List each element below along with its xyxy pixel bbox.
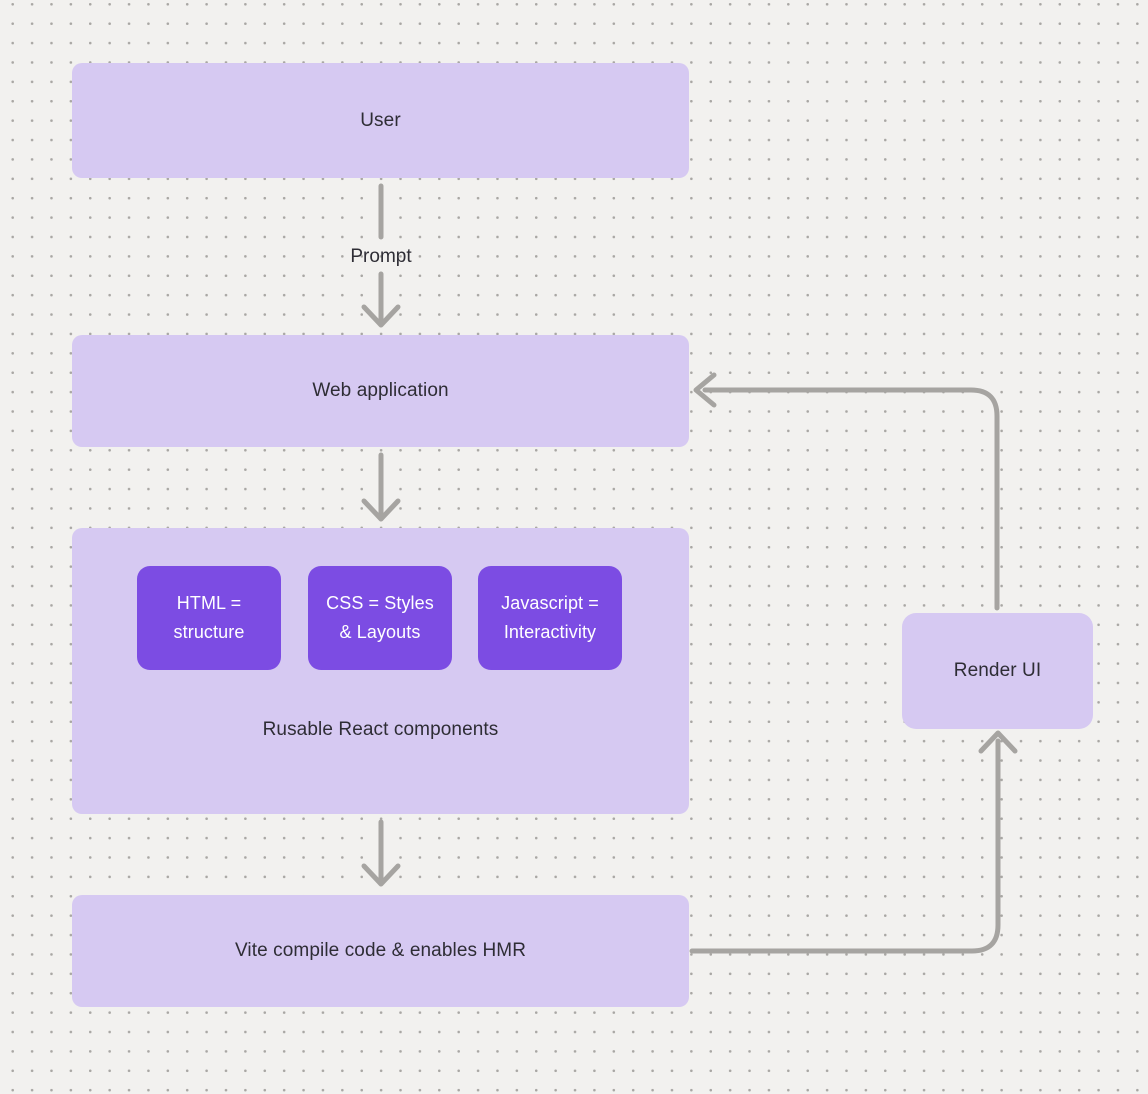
node-javascript-label-line1: Javascript = xyxy=(501,593,599,613)
node-html[interactable]: HTML = structure xyxy=(137,566,281,670)
node-html-label-line1: HTML = xyxy=(176,593,242,613)
edge-prompt-label: Prompt xyxy=(350,246,412,267)
node-javascript-label-line2: Interactivity xyxy=(503,622,597,642)
edge-components-to-vite[interactable] xyxy=(361,819,401,887)
node-web-application[interactable]: Web application xyxy=(72,335,689,447)
arrowhead-left-icon xyxy=(693,372,717,408)
arrowhead-up-icon xyxy=(978,730,1018,754)
edge-user-to-webapp[interactable] xyxy=(361,183,401,328)
node-user[interactable]: User xyxy=(72,63,689,178)
node-render-ui-label: Render UI xyxy=(953,660,1042,681)
node-css-label-line2: & Layouts xyxy=(339,622,421,642)
edge-renderui-to-webapp[interactable] xyxy=(693,372,1000,611)
edge-vite-to-renderui[interactable] xyxy=(689,730,1018,954)
arrowhead-down-icon xyxy=(361,304,401,328)
node-render-ui[interactable]: Render UI xyxy=(902,613,1093,729)
node-css[interactable]: CSS = Styles & Layouts xyxy=(308,566,452,670)
node-vite[interactable]: Vite compile code & enables HMR xyxy=(72,895,689,1007)
arrowhead-down-icon xyxy=(361,863,401,887)
edge-line xyxy=(689,738,1001,954)
node-user-label: User xyxy=(360,109,401,131)
group-react-components-label: Rusable React components xyxy=(262,719,499,740)
node-css-label-line1: CSS = Styles xyxy=(326,593,434,613)
edge-webapp-to-components[interactable] xyxy=(361,452,401,522)
edge-line xyxy=(702,387,1000,611)
group-react-components[interactable]: HTML = structure CSS = Styles & Layouts … xyxy=(72,528,689,814)
node-vite-label: Vite compile code & enables HMR xyxy=(234,940,527,961)
node-html-label-line2: structure xyxy=(173,622,245,642)
arrowhead-down-icon xyxy=(361,498,401,522)
node-javascript[interactable]: Javascript = Interactivity xyxy=(478,566,622,670)
node-web-application-label: Web application xyxy=(312,380,449,401)
